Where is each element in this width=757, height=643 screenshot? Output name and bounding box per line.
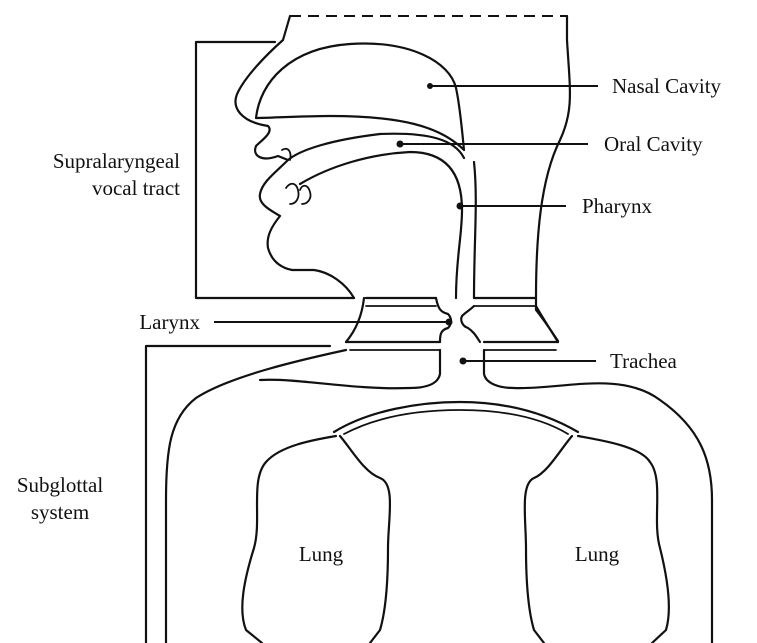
bronchi-arch <box>334 402 578 432</box>
vocal-fold-right <box>461 306 480 342</box>
subglottal-bracket <box>146 346 330 643</box>
left-lung-label: Lung <box>299 542 344 566</box>
face-profile-outline <box>236 16 354 298</box>
left-lung-shape <box>242 436 390 643</box>
trachea-pointer-dot <box>460 358 467 365</box>
oral-cavity-label: Oral Cavity <box>604 132 703 156</box>
nasal-cavity-shape <box>256 44 464 150</box>
supralaryngeal-label-line1: Supralaryngeal <box>53 149 180 173</box>
nasal-cavity-pointer-dot <box>427 83 433 89</box>
tongue-shape <box>300 152 462 298</box>
right-lung-shape <box>525 436 669 643</box>
neck-back-outline <box>536 16 570 341</box>
pharynx-label: Pharynx <box>582 194 652 218</box>
subglottal-label-line1: Subglottal <box>17 473 104 497</box>
oral-cavity-pointer-dot <box>397 141 404 148</box>
larynx-pointer-dot <box>446 319 453 326</box>
right-lung-label: Lung <box>575 542 620 566</box>
pharynx-back-wall <box>474 162 476 298</box>
supralaryngeal-label-line2: vocal tract <box>92 176 180 200</box>
trachea-left-wall <box>260 350 440 388</box>
jaw-curve-2 <box>300 186 311 204</box>
trachea-label: Trachea <box>610 349 678 373</box>
trachea-right-wall <box>484 350 712 643</box>
larynx-right-wall <box>536 306 558 342</box>
nasal-cavity-label: Nasal Cavity <box>612 74 722 98</box>
larynx-label: Larynx <box>139 310 200 334</box>
jaw-curve-1 <box>286 184 299 204</box>
pharynx-pointer-dot <box>457 203 464 210</box>
larynx-left-wall <box>346 298 364 342</box>
subglottal-label-line2: system <box>31 500 89 524</box>
